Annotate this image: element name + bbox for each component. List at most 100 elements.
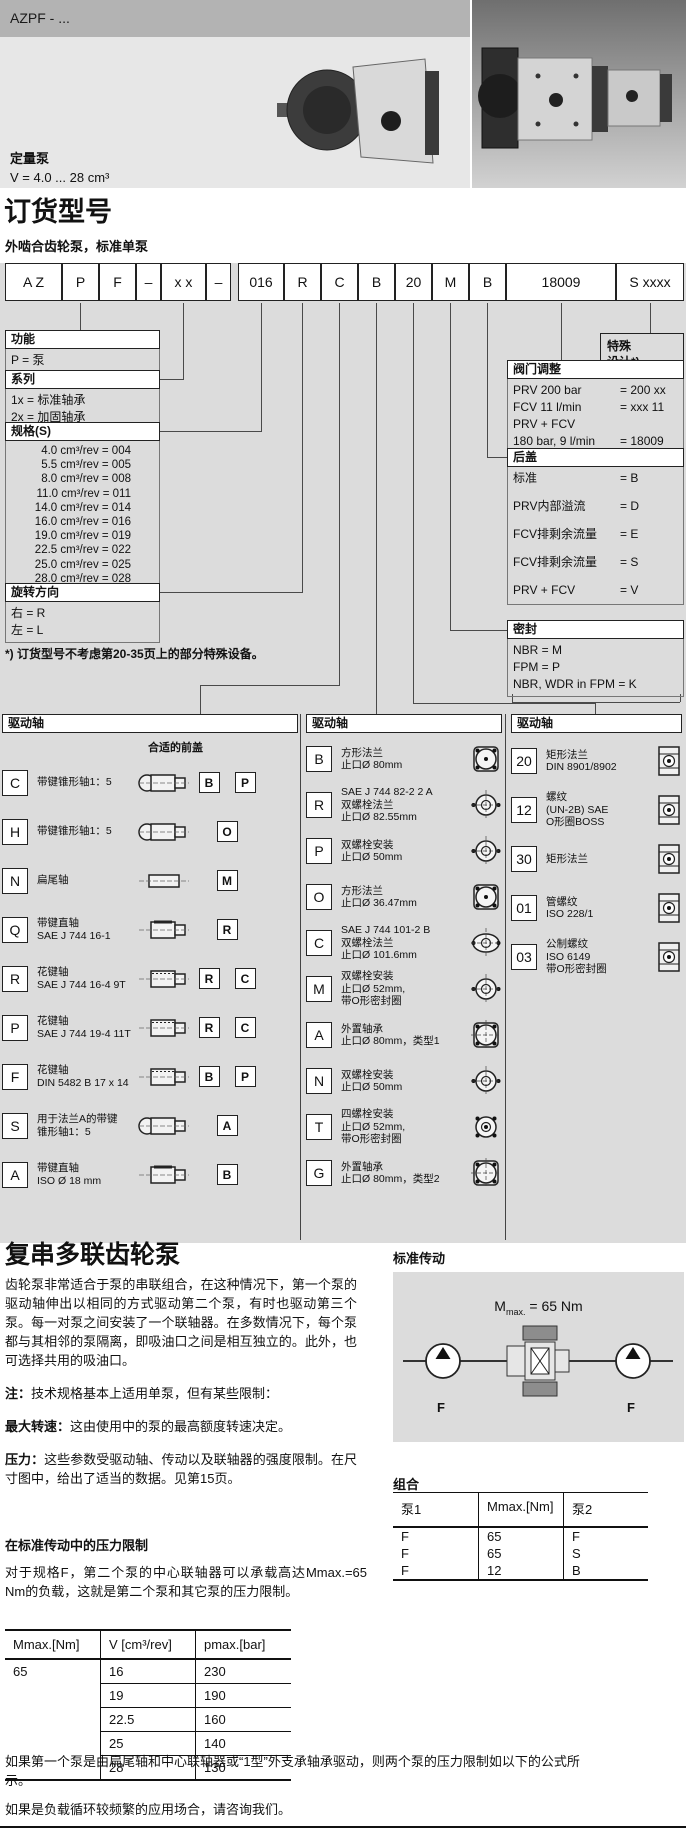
combinations-title: 组合 (393, 1477, 420, 1492)
front-cover-options: B P (191, 772, 263, 793)
combinations-row: F 65 F (393, 1528, 648, 1545)
pump1-label: F (437, 1400, 445, 1415)
shaft-code: R (2, 965, 28, 992)
flange-face-icon (471, 836, 501, 866)
seal-row: NBR, WDR in FPM = K (513, 677, 637, 691)
series-row: 2x = 加固轴承 (11, 410, 86, 424)
flange-description: 方形法兰 止口Ø 36.47mm (341, 884, 417, 910)
pressure-row: 19 190 (100, 1683, 291, 1707)
port-row: 03 公制螺纹 ISO 6149 带O形密封圈 (511, 936, 682, 978)
shaft-description: 带键锥形轴1：5 (37, 776, 112, 789)
flange-description: 双螺栓安装 止口Ø 50mm (341, 1068, 403, 1094)
size-row: 8.0 cm³/rev = 008 (41, 473, 131, 486)
code-cell: x x (161, 263, 206, 301)
single-pump-photo: 定量泵 V = 4.0 ... 28 cm³ (0, 37, 470, 188)
drive-shaft-column-1-title: 驱动轴 (2, 714, 298, 733)
page-title: 订货型号 (4, 197, 112, 227)
shaft-description: 花键轴 SAE J 744 16-4 9T (37, 966, 126, 991)
code-cell: B (358, 263, 395, 301)
shaft-code: N (2, 867, 28, 894)
flange-code: G (306, 1160, 332, 1186)
series-row: 1x = 标准轴承 (11, 393, 86, 407)
code-cell: 016 (238, 263, 284, 301)
port-code: 03 (511, 944, 537, 970)
flange-description: SAE J 744 101-2 B 双螺栓法兰 止口Ø 101.6mm (341, 924, 431, 962)
shaft-description: 带键直轴 ISO Ø 18 mm (37, 1162, 102, 1187)
shaft-code: F (2, 1063, 28, 1090)
valve-table-title: 阀门调整 (507, 360, 684, 379)
flange-row: P 双螺栓安装 止口Ø 50mm (306, 831, 502, 871)
flange-code: P (306, 838, 332, 864)
pressure-row: 25 140 (100, 1731, 291, 1755)
shaft-profile-icon (138, 1116, 189, 1135)
rear-cover-row: PRV + FCV= V (513, 583, 639, 597)
drive-shaft-column-1: 驱动轴 合适的前盖 C 带键锥形轴1：5 (2, 714, 298, 1196)
shaft-profile-icon (139, 920, 189, 939)
front-cover-code: C (234, 1017, 256, 1038)
page-subtitle: 外啮合齿轮泵，标准单泵 (5, 239, 149, 254)
flange-row: R SAE J 744 82-2 2 A 双螺栓法兰 止口Ø 82.55mm (306, 785, 502, 825)
series-table-title: 系列 (5, 370, 160, 389)
flange-row: T 四螺栓安装 止口Ø 52mm, 带O形密封圈 (306, 1107, 502, 1147)
model-code: AZPF - ... (10, 10, 70, 26)
flange-face-icon (473, 884, 499, 910)
valve-table: 阀门调整 PRV 200 bar= 200 xx FCV 11 l/min= x… (507, 360, 684, 454)
function-table-title: 功能 (5, 330, 160, 349)
flange-code: N (306, 1068, 332, 1094)
footer-note-2: 如果是负载循环较频繁的应用场合，请咨询我们。 (5, 1802, 292, 1817)
rear-cover-row: FCV排剩余流量= E (513, 527, 639, 541)
shaft-row: S 用于法兰A的带键 锥形轴1：5 (2, 1104, 298, 1147)
standard-drive-diagram: Mmax. = 65 Nm F F (393, 1272, 684, 1442)
flange-face-icon (471, 790, 501, 820)
combinations-header: 泵1 Mmax.[Nm] 泵2 (393, 1493, 648, 1528)
flange-face-icon (473, 746, 499, 772)
front-cover-code: P (234, 772, 256, 793)
drive-shaft-column-2: 驱动轴 B 方形法兰 止口Ø 80mm (306, 714, 502, 1193)
port-row: 01 管螺纹 ISO 228/1 (511, 887, 682, 929)
tandem-pump-image (478, 47, 672, 149)
column-divider (300, 714, 301, 1240)
multiple-pumps-body: 齿轮泵非常适合于泵的串联组合，在这种情况下，第一个泵的驱动轴伸出以相同的方式驱动… (5, 1277, 357, 1368)
flange-code: C (306, 930, 332, 956)
front-cover-code: B (198, 772, 220, 793)
shaft-row: P 花键轴 SAE J 744 19-4 11T (2, 1006, 298, 1049)
shaft-profile-icon (138, 773, 189, 792)
standard-drive-title: 标准传动 (393, 1251, 446, 1266)
flange-description: 双螺栓安装 止口Ø 50mm (341, 838, 403, 864)
flange-description: SAE J 744 82-2 2 A 双螺栓法兰 止口Ø 82.55mm (341, 786, 433, 824)
shaft-description: 扁尾轴 (37, 874, 69, 887)
valve-row: FCV 11 l/min= xxx 11 (513, 400, 665, 414)
function-row: P = 泵 (11, 353, 45, 367)
front-cover-code: P (234, 1066, 256, 1087)
front-cover-options: R (191, 919, 263, 940)
drive-shaft-column-3-title: 驱动轴 (511, 714, 682, 733)
displacement-range: V = 4.0 ... 28 cm³ (10, 170, 110, 185)
shaft-row: C 带键锥形轴1：5 (2, 761, 298, 804)
shaft-row: A 带键直轴 ISO Ø 18 mm (2, 1153, 298, 1196)
code-cell: 18009 (506, 263, 616, 301)
code-cell: M (432, 263, 469, 301)
note-paragraph: 注：技术规格基本上适用单泵，但有某些限制： (5, 1386, 279, 1401)
shaft-code: Q (2, 916, 28, 943)
front-cover-code: O (216, 821, 238, 842)
shaft-description: 带键直轴 SAE J 744 16-1 (37, 917, 111, 942)
size-row: 14.0 cm³/rev = 014 (34, 501, 131, 514)
pressure-table: Mmax.[Nm] V [cm³/rev] pmax.[bar] 65 16 2… (5, 1629, 291, 1781)
port-face-icon (658, 893, 680, 923)
flange-code: T (306, 1114, 332, 1140)
code-cell: S xxxx (616, 263, 684, 301)
rear-cover-table: 后盖 标准= B PRV内部溢流= D FCV排剩余流量= E FCV排剩余流量… (507, 448, 684, 605)
flange-row: N 双螺栓安装 止口Ø 50mm (306, 1061, 502, 1101)
pressure-limit-section: 在标准传动中的压力限制 对于规格F，第二个泵的中心联轴器可以承载高达Mmax.=… (5, 1536, 367, 1781)
port-description: 管螺纹 ISO 228/1 (546, 895, 594, 921)
size-row: 19.0 cm³/rev = 019 (34, 530, 131, 543)
footer-notes: 如果第一个泵是由扁尾轴和中心联轴器或“1型”外支承轴承驱动，则两个泵的压力限制如… (5, 1752, 605, 1829)
pressure-limit-body: 对于规格F，第二个泵的中心联轴器可以承载高达Mmax.=65 Nm的负载，这就是… (5, 1565, 367, 1599)
tandem-pump-photo (472, 0, 686, 188)
code-cell: B (469, 263, 506, 301)
